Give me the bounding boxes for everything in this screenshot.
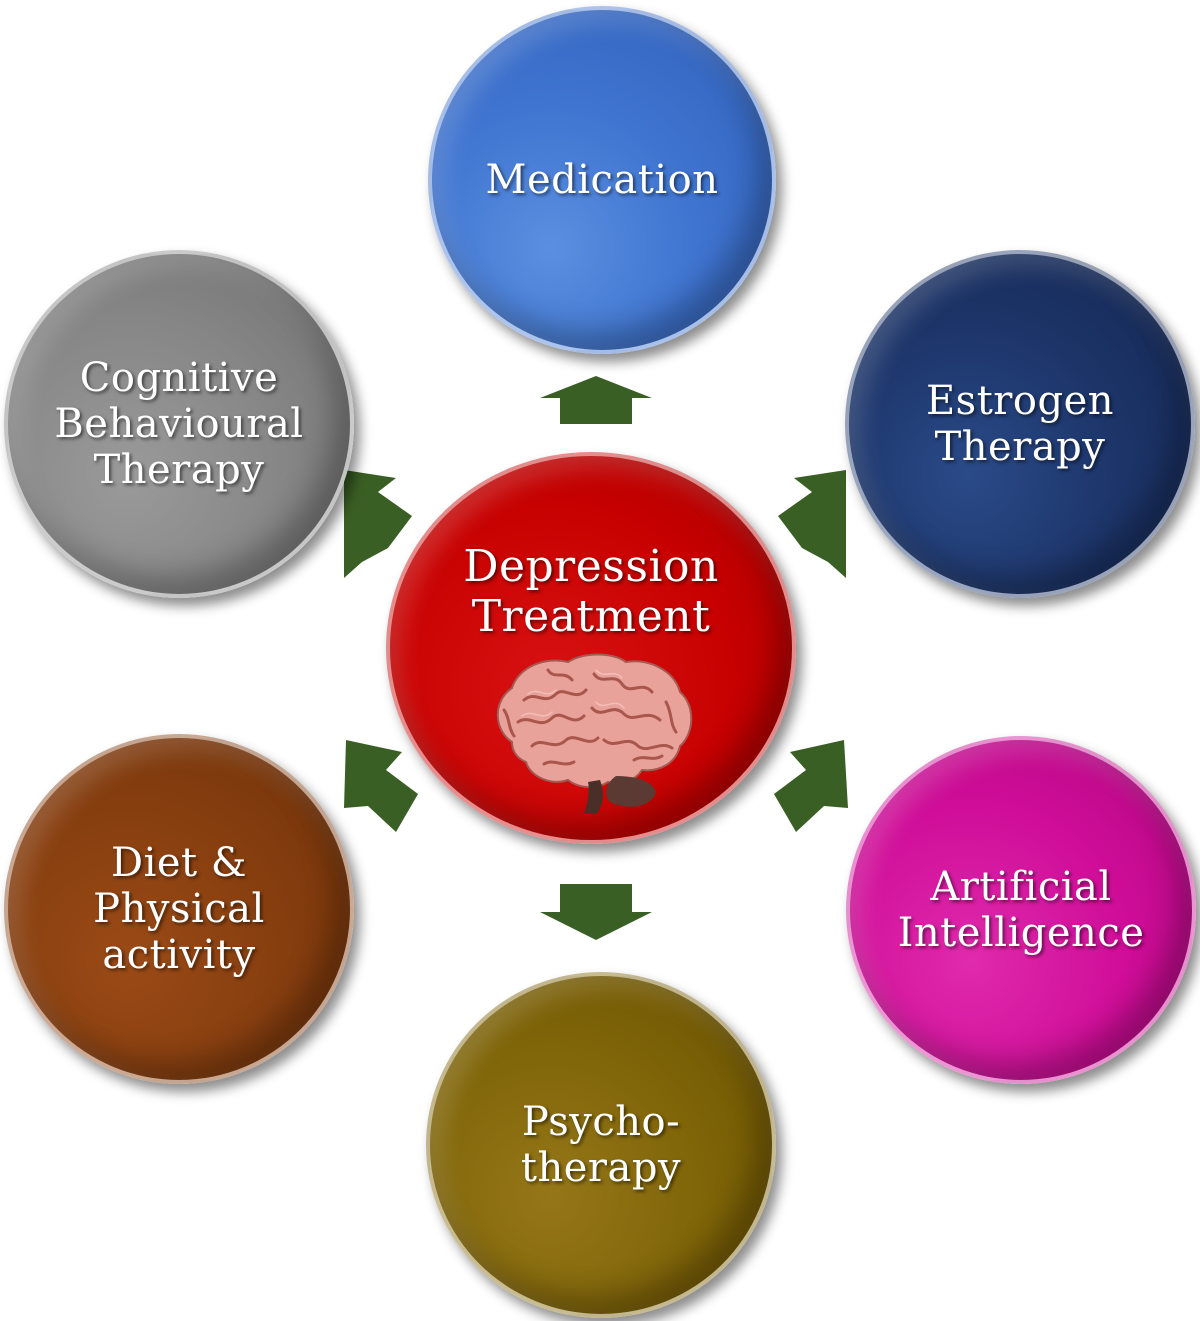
arrow-to-psychotherapy bbox=[540, 884, 652, 940]
diet-physical-activity-node: Diet & Physical activity bbox=[4, 734, 354, 1084]
artificial-intelligence-node: Artificial Intelligence bbox=[846, 736, 1196, 1084]
estrogen-therapy-label: Estrogen Therapy bbox=[925, 378, 1115, 470]
depression-treatment-center: Depression Treatment bbox=[386, 452, 796, 844]
arrow-to-medication bbox=[540, 376, 652, 424]
diet-physical-activity-label: Diet & Physical activity bbox=[93, 840, 265, 978]
arrow-to-cbt bbox=[344, 470, 412, 578]
medication-node: Medication bbox=[428, 6, 776, 354]
artificial-intelligence-label: Artificial Intelligence bbox=[897, 864, 1145, 956]
estrogen-therapy-node: Estrogen Therapy bbox=[845, 250, 1195, 598]
arrow-to-ai bbox=[774, 740, 848, 832]
arrow-to-estrogen bbox=[778, 470, 846, 578]
psychotherapy-label: Psycho- therapy bbox=[520, 1099, 682, 1191]
cognitive-behavioural-therapy-label: Cognitive Behavioural Therapy bbox=[54, 355, 304, 493]
psychotherapy-node: Psycho- therapy bbox=[426, 972, 776, 1318]
cognitive-behavioural-therapy-node: Cognitive Behavioural Therapy bbox=[4, 250, 354, 598]
brain-icon bbox=[496, 653, 693, 814]
center-label: Depression Treatment bbox=[463, 541, 719, 642]
arrow-to-diet bbox=[344, 740, 418, 832]
medication-label: Medication bbox=[485, 157, 719, 203]
